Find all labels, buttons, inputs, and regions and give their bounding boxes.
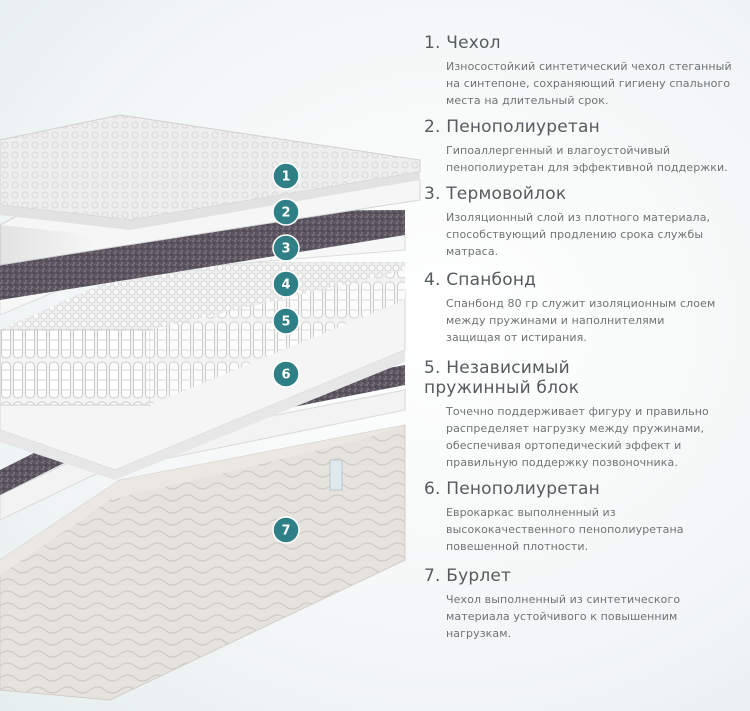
badge-7-label: 7 <box>281 524 290 539</box>
legend-item-foam: 2. Пенополиуретан Гипоаллергенный и влаг… <box>424 117 744 176</box>
legend-description: Еврокаркас выполненный из высококачестве… <box>446 506 684 553</box>
badge-3-circle <box>272 234 300 262</box>
badge-1-label: 1 <box>281 170 290 185</box>
legend-description: Гипоаллергенный и влагоустойчивый пенопо… <box>446 144 728 174</box>
badge-1-circle <box>272 162 300 190</box>
badge-4-circle <box>272 270 300 298</box>
legend-item-spunbond: 4. Спанбонд Спанбонд 80 гр служит изоляц… <box>424 270 744 346</box>
badge-2-label: 2 <box>281 206 290 221</box>
legend-item-burlet: 7. Бурлет Чехол выполненный из синтетиче… <box>424 566 744 642</box>
badge-5-label: 5 <box>281 315 290 330</box>
badge-2-circle <box>272 198 300 226</box>
legend-title: 5. Независимый пружинный блок <box>424 358 580 398</box>
badge-7-circle <box>272 516 300 544</box>
legend-description: Точечно поддерживает фигуру и правильно … <box>446 405 709 469</box>
badge-5-circle <box>272 307 300 335</box>
legend-item-felt: 3. Термовойлок Изоляционный слой из плот… <box>424 184 744 260</box>
legend-description: Износостойкий синтетический чехол стеган… <box>446 60 732 107</box>
legend-description: Спанбонд 80 гр служит изоляционным слоем… <box>446 297 716 344</box>
legend-description: Изоляционный слой из плотного материала,… <box>446 211 711 258</box>
badge-3-label: 3 <box>281 242 290 257</box>
legend-title: 6. Пенополиуретан <box>424 479 600 499</box>
layer-cover <box>0 114 421 230</box>
badge-4-label: 4 <box>281 278 290 293</box>
layer-spring-block <box>0 262 405 406</box>
legend-item-cover: 1. Чехол Износостойкий синтетический чех… <box>424 33 744 109</box>
legend-title: 3. Термовойлок <box>424 184 567 204</box>
legend-title: 1. Чехол <box>424 33 501 53</box>
legend-description: Чехол выполненный из синтетического мате… <box>446 593 681 640</box>
badge-6-circle <box>272 360 300 388</box>
legend-title: 2. Пенополиуретан <box>424 117 600 137</box>
legend-title: 4. Спанбонд <box>424 270 537 290</box>
layer-burlet <box>0 424 406 701</box>
legend-item-spring-block: 5. Независимый пружинный блок Точечно по… <box>424 358 744 471</box>
legend-item-euroframe: 6. Пенополиуретан Еврокаркас выполненный… <box>424 479 744 555</box>
legend-title: 7. Бурлет <box>424 566 512 586</box>
layer-badges: 1 2 3 4 5 6 7 <box>272 162 300 544</box>
label-tag <box>329 459 343 491</box>
badge-6-label: 6 <box>281 368 290 383</box>
